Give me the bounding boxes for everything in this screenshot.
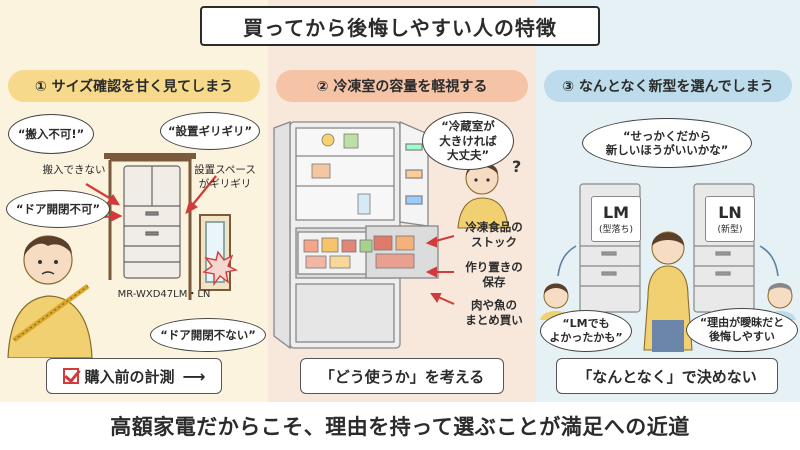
panel-2-illustration: ? (273, 121, 521, 350)
note-frozen-stock: 冷凍食品の ストック (465, 220, 523, 249)
bubble-tight-install: “設置ギリギリ” (160, 112, 260, 150)
tag-ln-label: LN (718, 203, 742, 222)
curved-arrows-icon (557, 245, 779, 277)
bubble-vague-reason: “理由が曖昧だと 後悔しやすい (686, 308, 798, 352)
panel-3-header: ③ なんとなく新型を選んでしまう (544, 70, 792, 102)
fridge-icon (123, 165, 181, 279)
bottom-measure-label: 購入前の計測 (84, 367, 175, 386)
panel-3-illustration (540, 183, 796, 352)
tag-lm-label: LM (602, 203, 630, 222)
open-fridge-icon (273, 121, 439, 350)
model-label: MR-WXD47LM・LN (117, 289, 211, 300)
checkbox-icon (62, 368, 79, 384)
bottom-measure-before-buy: 購入前の計測 ⟶ (46, 358, 222, 394)
panel-1-header: ① サイズ確認を甘く見てしまう (8, 70, 260, 102)
tag-lm: LM (型落ち) (591, 196, 641, 242)
collision-burst-icon (202, 250, 239, 287)
thinking-person-icon (457, 161, 509, 229)
page-title: 買ってから後悔しやすい人の特徴 (200, 6, 600, 46)
food-items-icon (303, 133, 415, 269)
bubble-door-does-not-open: “ドア開閉不ない” (150, 318, 266, 352)
note-bulk-buy: 肉や魚の まとめ買い (465, 298, 523, 327)
doorway-frame (104, 153, 196, 300)
red-arrows-icon (425, 235, 455, 305)
tag-ln: LN (新型) (705, 196, 755, 242)
bottom-dont-decide-vaguely: 「なんとなく」で決めない (556, 358, 778, 394)
note-meal-prep: 作り置きの 保存 (465, 260, 523, 289)
bubble-no-entry: “搬入不可!” (8, 114, 94, 154)
tag-lm-sub: (型落ち) (598, 225, 634, 235)
bottom-consider-usage: 「どう使うか」を考える (300, 358, 504, 394)
bubble-door-cannot-open: “ドア開閉不可” (6, 190, 110, 228)
person-back-icon (643, 231, 693, 352)
arrow-right-icon: ⟶ (182, 366, 206, 386)
bubble-new-is-better: “せっかくだから 新しいほうがいいかな” (582, 118, 752, 168)
tag-ln-sub: (新型) (717, 225, 743, 235)
worried-person-icon (7, 235, 93, 358)
panel-2-header: ② 冷凍室の容量を軽視する (276, 70, 528, 102)
bubble-fridge-big-enough: “冷蔵室が 大きければ 大丈夫” (422, 112, 514, 170)
note-cannot-deliver: 搬入できない (42, 164, 106, 176)
bubble-lm-was-fine: “LMでも よかったかも” (540, 310, 632, 352)
panel-1-illustration (7, 153, 239, 358)
note-install-space: 設置スペース がギリギリ (194, 164, 256, 190)
footer-conclusion: 高額家電だからこそ、理由を持って選ぶことが満足への近道 (0, 402, 800, 450)
question-mark-icon: ? (512, 157, 521, 176)
